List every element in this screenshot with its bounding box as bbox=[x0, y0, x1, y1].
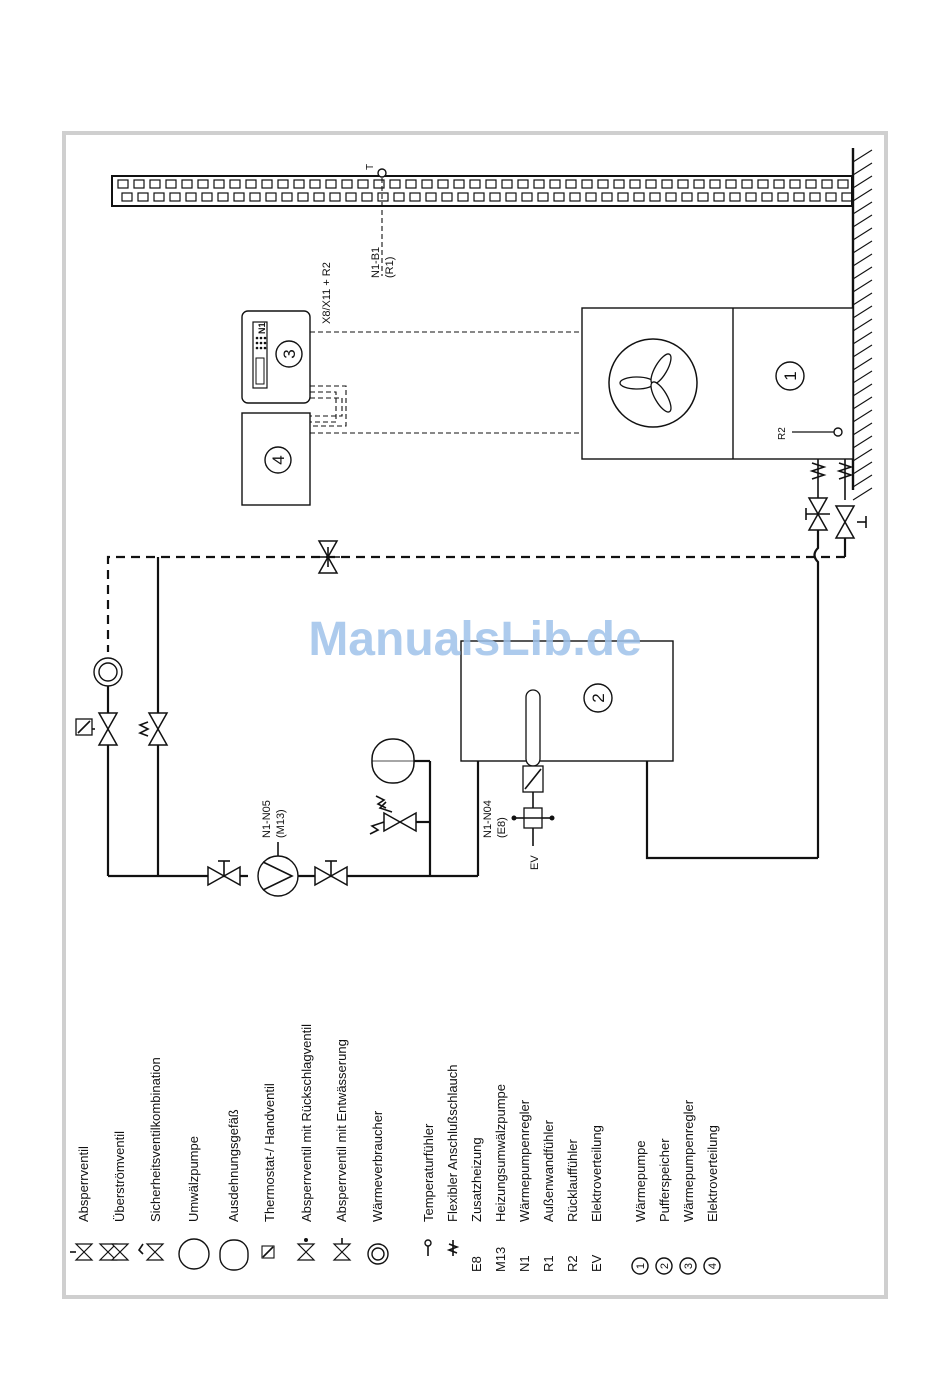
controller-display-label: N1 bbox=[257, 322, 267, 334]
electrical-distribution: 4 bbox=[241, 412, 311, 506]
legend-num-2: 2 bbox=[659, 1263, 671, 1269]
legend-waermeverbraucher: Wärmeverbraucher bbox=[370, 1110, 385, 1222]
legend-pufferspeicher: Pufferspeicher bbox=[657, 1138, 672, 1222]
legend-text-ev: Elektroverteilung bbox=[589, 1125, 604, 1222]
legend-umwaelzpumpe: Umwälzpumpe bbox=[186, 1136, 201, 1222]
heat-pump: 1 R2 bbox=[581, 307, 854, 460]
immersion-heater bbox=[525, 689, 541, 767]
safety-group bbox=[369, 738, 432, 876]
legend-code-r1: R1 bbox=[541, 1255, 556, 1272]
legend-text-r1: Außenwandfühler bbox=[541, 1119, 556, 1222]
legend-waermepumpenregler: Wärmepumpenregler bbox=[681, 1099, 696, 1222]
label-m13: (M13) bbox=[275, 809, 287, 838]
outside-sensor: T N1-B1 (R1) bbox=[365, 164, 396, 278]
legend: 1 2 3 4 Absperrventil Überströmventil Si… bbox=[70, 1024, 721, 1275]
legend-num-1: 1 bbox=[635, 1263, 647, 1269]
legend-waermepumpe: Wärmepumpe bbox=[633, 1140, 648, 1222]
label-r1: (R1) bbox=[384, 257, 396, 278]
heat-consumer-branch bbox=[75, 657, 123, 876]
label-e8: (E8) bbox=[496, 817, 508, 838]
return-line: N1-N05 (M13) bbox=[108, 761, 480, 897]
label-n1b1: N1-B1 bbox=[370, 247, 382, 278]
floor-hatch bbox=[851, 148, 873, 501]
buffer-storage: 2 N1-N04 (E8) EV bbox=[460, 640, 818, 870]
legend-text-r2: Rücklauffühler bbox=[565, 1138, 580, 1222]
legend-temperaturfuehler: Temperaturfühler bbox=[421, 1123, 436, 1222]
component-number-1: 1 bbox=[781, 371, 800, 380]
component-number-4: 4 bbox=[269, 455, 288, 464]
wall-bricks bbox=[117, 179, 853, 202]
outer-wall bbox=[111, 175, 853, 207]
legend-code-n1: N1 bbox=[517, 1255, 532, 1272]
watermark: ManualsLib.de bbox=[308, 613, 641, 666]
fan-icon bbox=[619, 353, 672, 413]
component-number-2: 2 bbox=[589, 693, 608, 702]
legend-num-3: 3 bbox=[683, 1263, 695, 1269]
legend-code-m13: M13 bbox=[493, 1247, 508, 1272]
legend-text-e8: Zusatzheizung bbox=[469, 1137, 484, 1222]
legend-flex-schlauch: Flexibler Anschlußschlauch bbox=[445, 1064, 460, 1222]
legend-code-e8: E8 bbox=[469, 1256, 484, 1272]
legend-num-4: 4 bbox=[707, 1263, 719, 1269]
legend-elektroverteilung: Elektroverteilung bbox=[705, 1125, 720, 1222]
label-ev: EV bbox=[529, 855, 541, 870]
legend-text-m13: Heizungsumwälzpumpe bbox=[493, 1084, 508, 1222]
legend-absperrventil: Absperrventil bbox=[76, 1146, 91, 1222]
supply-line bbox=[106, 540, 845, 715]
legend-ausdehnungsgefaess: Ausdehnungsgefäß bbox=[226, 1109, 241, 1222]
legend-code-ev: EV bbox=[589, 1254, 604, 1272]
component-number-3: 3 bbox=[280, 349, 299, 358]
legend-sicherheitsventilkombination: Sicherheitsventilkombination bbox=[148, 1057, 163, 1222]
legend-ueberstroemventil: Überströmventil bbox=[112, 1131, 127, 1222]
label-n1n04: N1-N04 bbox=[482, 800, 494, 838]
overflow-branch bbox=[138, 712, 168, 876]
heat-pump-connections bbox=[805, 459, 867, 858]
legend-text-n1: Wärmepumpenregler bbox=[517, 1099, 532, 1222]
label-t: T bbox=[365, 164, 376, 170]
label-r2-sensor: R2 bbox=[777, 427, 788, 440]
label-x8-x11-r2: X8/X11 + R2 bbox=[321, 262, 333, 324]
legend-symbol-icons bbox=[70, 1238, 721, 1275]
legend-code-r2: R2 bbox=[565, 1255, 580, 1272]
signal-lines bbox=[310, 331, 582, 434]
label-n1n05: N1-N05 bbox=[261, 800, 273, 838]
legend-absperrventil-entwaesserung: Absperrventil mit Entwässerung bbox=[334, 1039, 349, 1222]
legend-thermostat-handventil: Thermostat-/ Handventil bbox=[262, 1083, 277, 1222]
controller-n1: N1 3 X8/X11 + R2 bbox=[241, 262, 333, 404]
legend-absperrventil-rueckschlag: Absperrventil mit Rückschlagventil bbox=[299, 1024, 314, 1222]
